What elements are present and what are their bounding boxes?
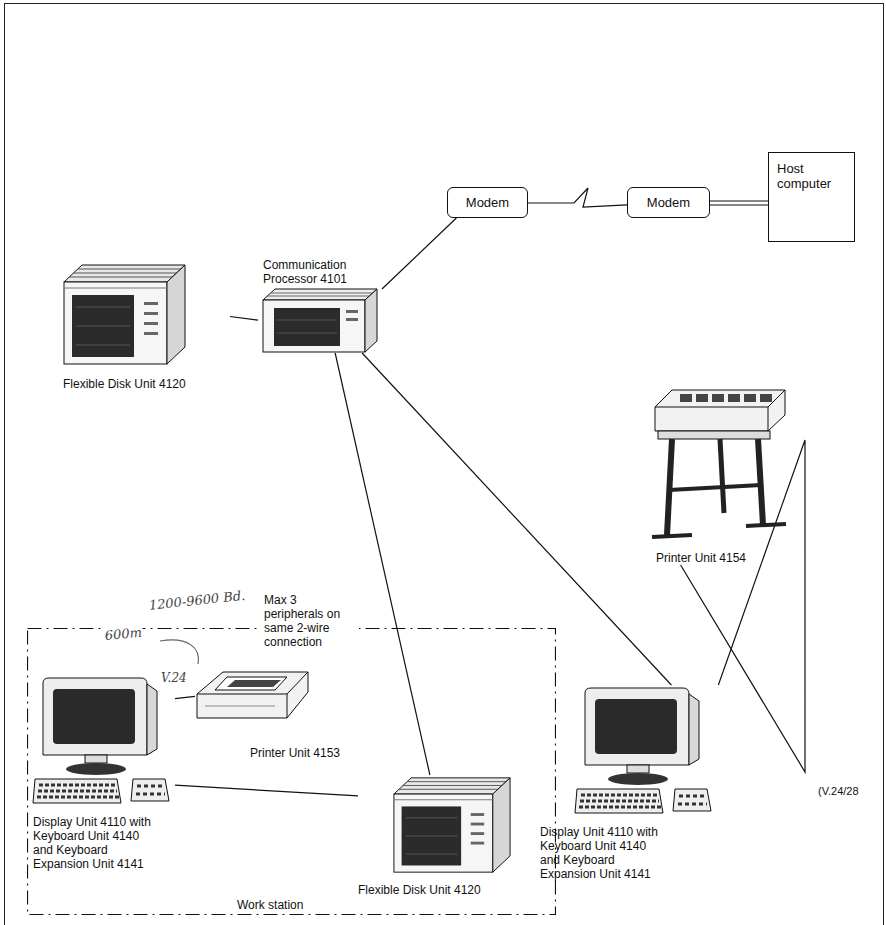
connector-line	[230, 317, 258, 321]
interface-note: (V.24/28	[818, 784, 859, 798]
connector-stroke	[175, 785, 358, 796]
flexible-disk-unit: Flexible Disk Unit 4120	[58, 262, 230, 391]
unit-caption: Printer Unit 4154	[656, 551, 796, 565]
display-unit: Display Unit 4110 with Keyboard Unit 414…	[535, 685, 719, 881]
frame-border	[5, 4, 884, 925]
connector-line	[710, 201, 768, 205]
modem-box: Modem	[627, 187, 710, 218]
display-unit: Display Unit 4110 with Keyboard Unit 414…	[33, 675, 175, 871]
printer-unit: Printer Unit 4154	[645, 385, 800, 565]
box-label: Modem	[647, 195, 690, 210]
handwritten-note: 1200-9600 Bd.	[147, 588, 247, 614]
handwritten-leader	[160, 640, 198, 664]
handwritten-note: 600m	[103, 625, 143, 644]
printer-illustration	[195, 668, 310, 720]
dashed-outline	[28, 629, 556, 915]
disk-illustration	[392, 775, 512, 875]
communication-processor: Communication Processor 4101	[258, 258, 382, 353]
connector-line	[175, 696, 195, 698]
group-note: Max 3 peripherals on same 2-wire connect…	[261, 593, 359, 649]
unit-caption: Flexible Disk Unit 4120	[63, 377, 228, 391]
flexible-disk-unit: Flexible Disk Unit 4120	[358, 775, 515, 897]
unit-caption: Display Unit 4110 with Keyboard Unit 414…	[33, 815, 161, 871]
unit-caption: Display Unit 4110 with Keyboard Unit 414…	[540, 825, 668, 881]
modem-box: Modem	[447, 187, 528, 218]
group-title: Work station	[237, 898, 303, 912]
connector-stroke	[710, 200, 768, 201]
connector-stroke	[362, 353, 671, 685]
connector-stroke	[335, 353, 430, 775]
unit-caption: Flexible Disk Unit 4120	[358, 883, 515, 897]
work-station-region: Max 3 peripherals on same 2-wire connect…	[27, 628, 556, 915]
connector-stroke	[230, 317, 258, 321]
unit-caption: Printer Unit 4153	[250, 746, 365, 760]
disk-illustration	[62, 262, 187, 367]
connector-line	[362, 353, 671, 685]
connector-stroke	[175, 696, 195, 698]
handwritten-note: V.24	[160, 671, 188, 686]
unit-caption: Communication Processor 4101	[263, 258, 375, 286]
connector-line	[528, 188, 627, 207]
display-illustration	[575, 685, 717, 820]
cp-illustration	[262, 288, 378, 353]
connector-line	[175, 785, 358, 796]
connector-line	[335, 353, 430, 775]
host-computer-box: Host computer	[768, 152, 855, 242]
box-label: Host computer	[777, 161, 846, 191]
connector-stroke	[528, 188, 627, 207]
box-label: Modem	[466, 195, 509, 210]
display-illustration	[33, 675, 175, 810]
connector-stroke	[382, 218, 456, 289]
printer-unit: Printer Unit 4153	[195, 668, 365, 760]
connector-line	[382, 218, 456, 289]
printerStand-illustration	[650, 385, 790, 545]
connector-stroke	[710, 204, 768, 205]
